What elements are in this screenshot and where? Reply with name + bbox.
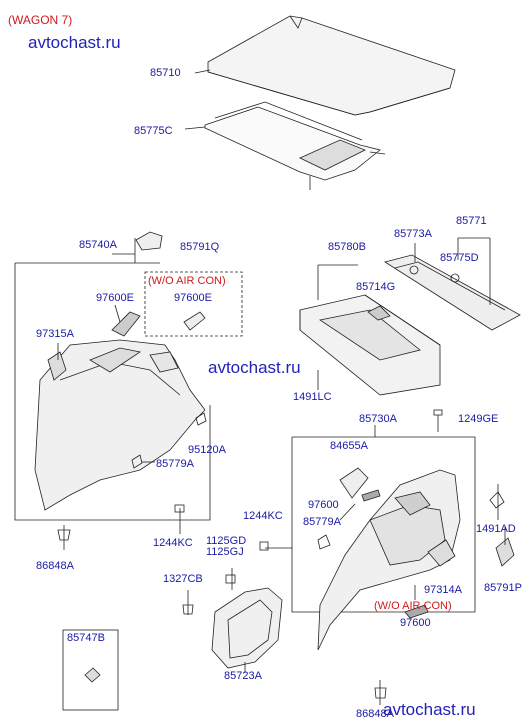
label-1249GE: 1249GE — [458, 413, 499, 425]
label-95120A: 95120A — [188, 444, 226, 456]
label-86848A-b: 86848A — [356, 708, 394, 720]
label-85771: 85771 — [456, 215, 487, 227]
label-85714G: 85714G — [356, 281, 396, 293]
note-wo-air-con-left: (W/O AIR CON) — [148, 275, 226, 287]
diagram-title: (WAGON 7) — [8, 13, 73, 27]
part-85747B-box — [62, 629, 119, 711]
note-wo-air-con-right: (W/O AIR CON) — [374, 600, 452, 612]
label-1327CB: 1327CB — [163, 573, 203, 585]
label-97315A: 97315A — [36, 328, 74, 340]
label-85791Q: 85791Q — [180, 241, 220, 253]
label-1244KC-a: 1244KC — [153, 537, 193, 549]
tonneau-cover — [204, 106, 381, 181]
label-1491AD: 1491AD — [476, 523, 516, 535]
label-85723A: 85723A — [224, 670, 262, 682]
label-97314A: 97314A — [424, 584, 462, 596]
wo-air-con-box-left — [144, 271, 243, 337]
right-group-outline — [291, 436, 476, 613]
label-86848A-a: 86848A — [36, 560, 74, 572]
label-85780B: 85780B — [328, 241, 366, 253]
rear-step-plate — [384, 254, 521, 331]
watermark-top: avtochast.ru — [28, 33, 121, 52]
label-85773A: 85773A — [394, 228, 432, 240]
cargo-cover-board — [207, 15, 456, 116]
label-97600E-b: 97600E — [174, 292, 212, 304]
label-1244KC-b: 1244KC — [243, 510, 283, 522]
label-97600-b: 97600 — [400, 617, 431, 629]
label-85775C: 85775C — [134, 125, 173, 137]
label-1125GD: 1125GD — [206, 535, 247, 547]
label-85740A: 85740A — [79, 239, 117, 251]
label-85730A: 85730A — [359, 413, 397, 425]
left-luggage-trim — [34, 339, 206, 511]
watermark-middle: avtochast.ru — [208, 358, 301, 377]
label-85779A-a: 85779A — [156, 458, 194, 470]
watermark-bottom: avtochast.ru — [383, 700, 476, 719]
label-85779A-b: 85779A — [303, 516, 341, 528]
label-85747B: 85747B — [67, 632, 105, 644]
label-84655A: 84655A — [330, 440, 368, 452]
label-97600-a: 97600 — [308, 499, 339, 511]
label-85775D: 85775D — [440, 252, 479, 264]
label-85791P: 85791P — [484, 582, 522, 594]
label-1125GJ: 1125GJ — [206, 546, 244, 558]
label-1491LC: 1491LC — [293, 391, 332, 403]
side-cover-85723A — [211, 587, 283, 669]
left-group-outline — [14, 262, 211, 521]
label-85710: 85710 — [150, 67, 181, 79]
label-97600E-a: 97600E — [96, 292, 134, 304]
